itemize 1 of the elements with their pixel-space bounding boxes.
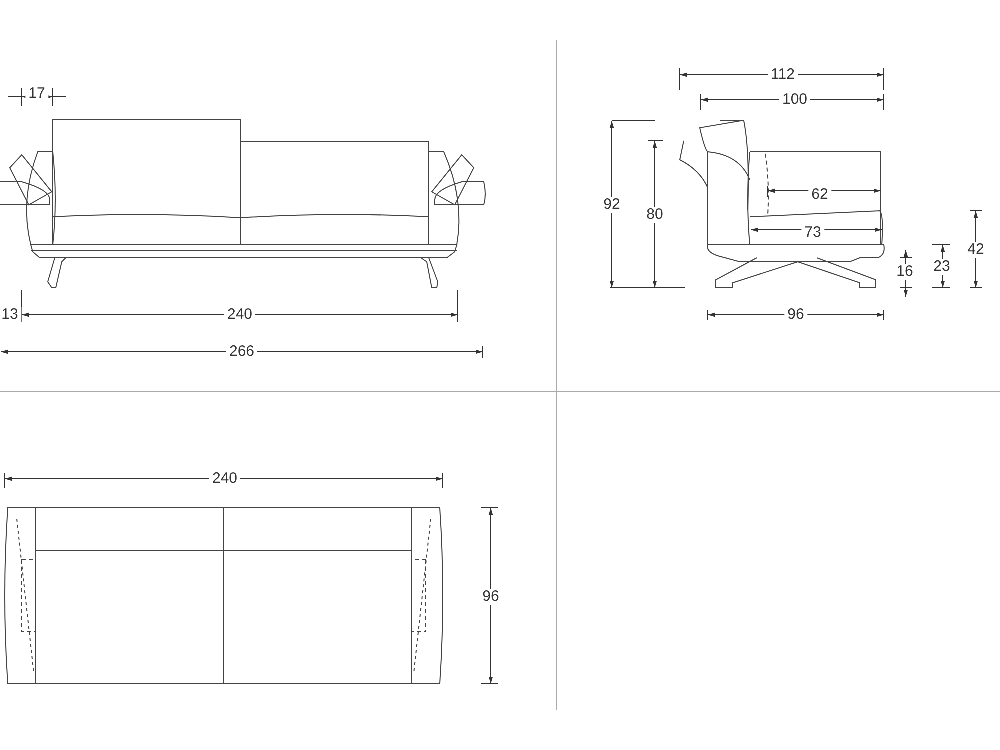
dimension-value: 17 xyxy=(26,86,48,102)
